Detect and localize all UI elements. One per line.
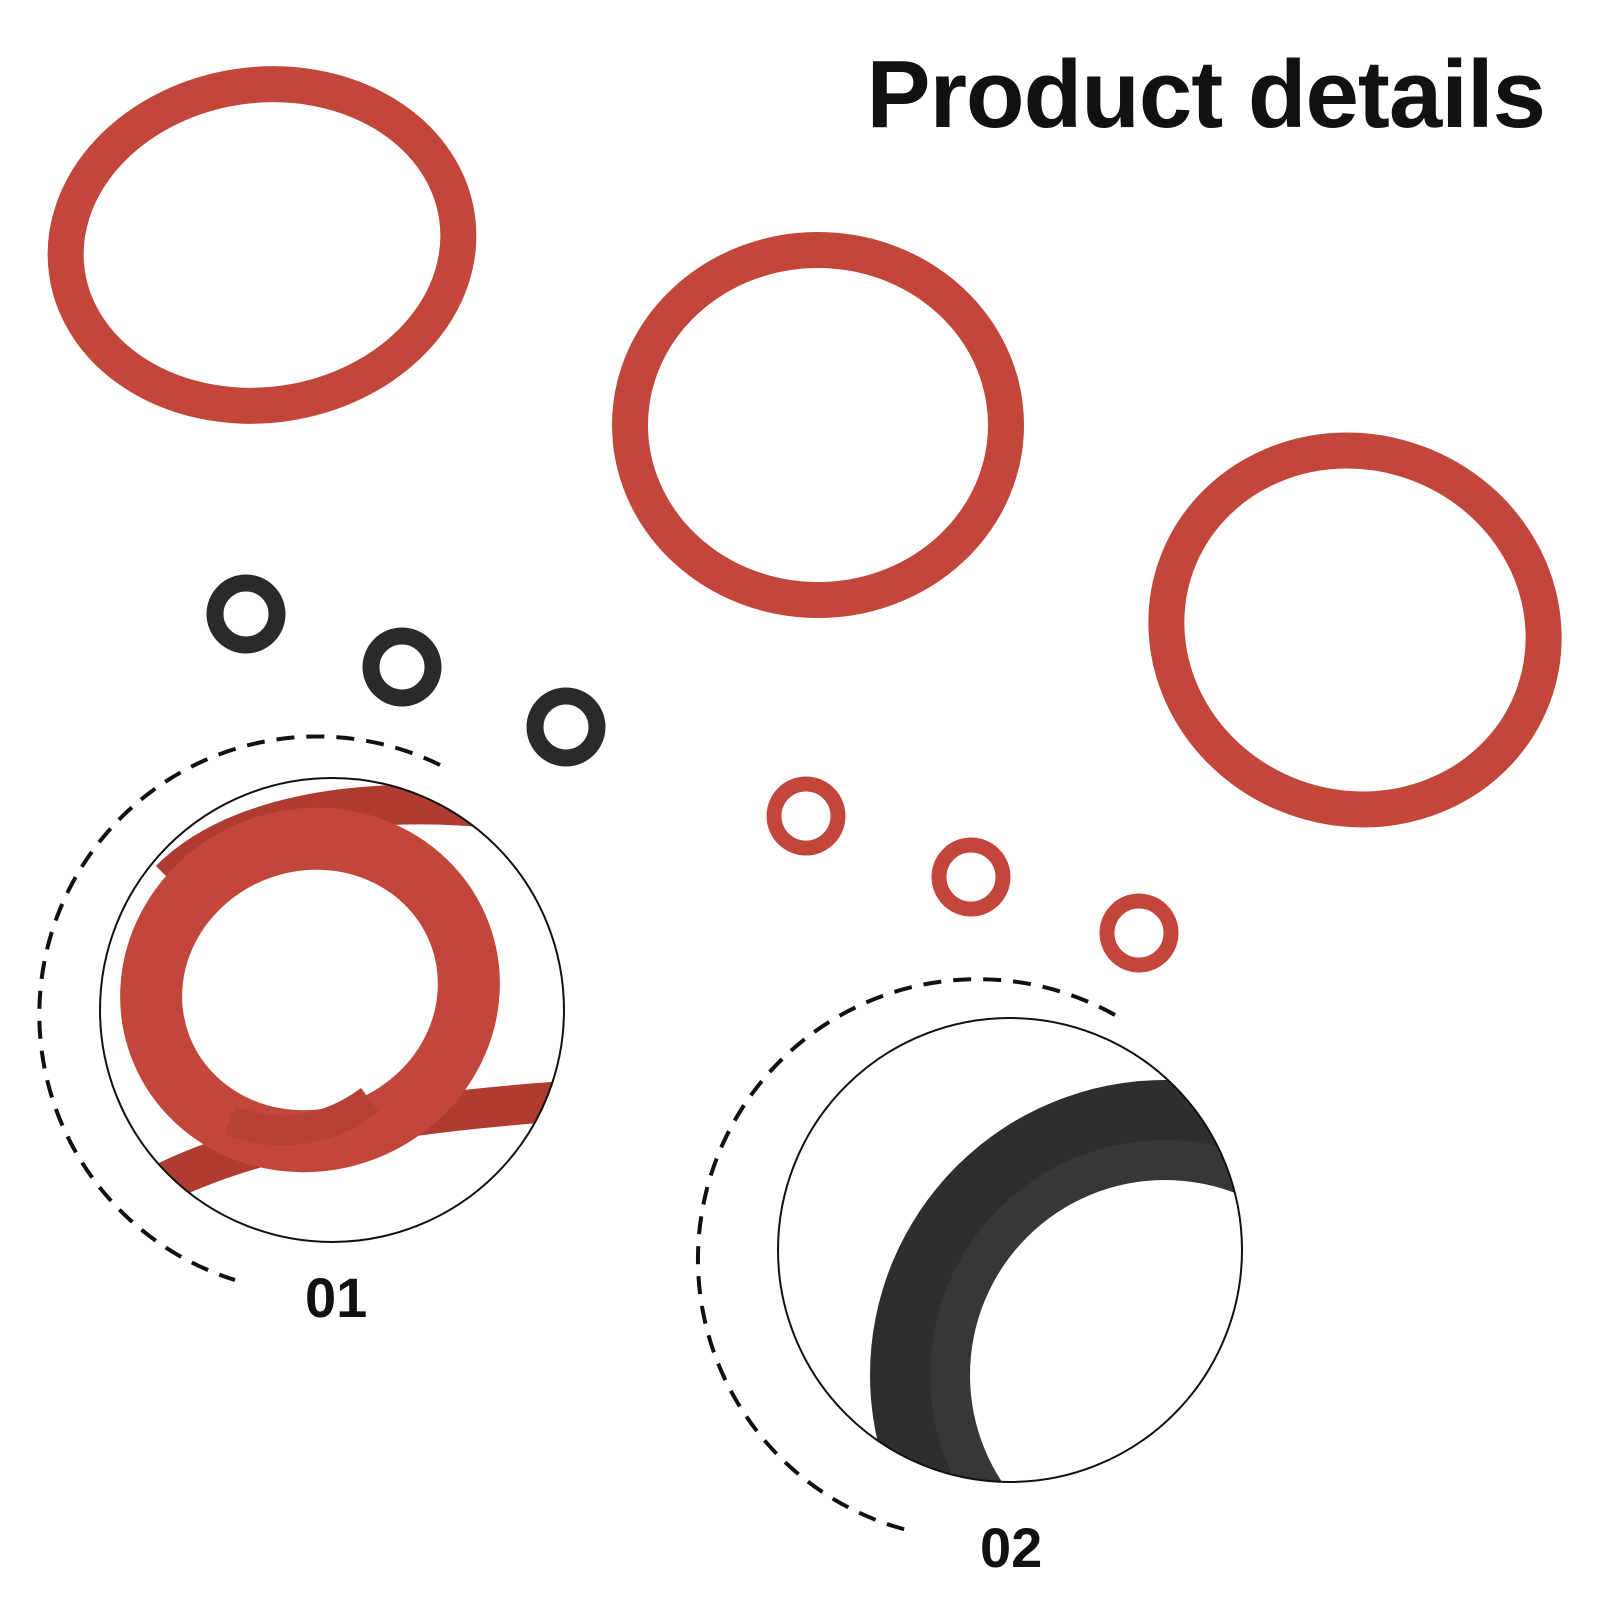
callout-02-zoom-image — [778, 1018, 1242, 1482]
callout-01-frame — [99, 777, 565, 1243]
small-black-o-ring-3 — [526, 687, 606, 767]
large-red-o-ring-3 — [1148, 432, 1562, 828]
small-black-o-ring-2 — [362, 627, 442, 707]
callout-01-zoom-image — [100, 778, 564, 1242]
callout-02-frame — [777, 1017, 1243, 1483]
callout-02-label: 02 — [980, 1516, 1043, 1579]
callout-01-dashed-arc — [37, 734, 441, 1282]
callout-02-dashed-arc — [695, 977, 1116, 1534]
large-red-o-ring-2 — [612, 232, 1024, 618]
small-red-o-ring-1 — [766, 776, 846, 856]
small-black-o-ring-1 — [206, 574, 286, 654]
page-title: Product details — [866, 41, 1546, 148]
small-red-o-ring-2 — [931, 837, 1011, 917]
large-red-o-ring-1 — [47, 66, 477, 424]
callout-01-label: 01 — [305, 1266, 368, 1329]
small-red-o-ring-3 — [1099, 893, 1179, 973]
